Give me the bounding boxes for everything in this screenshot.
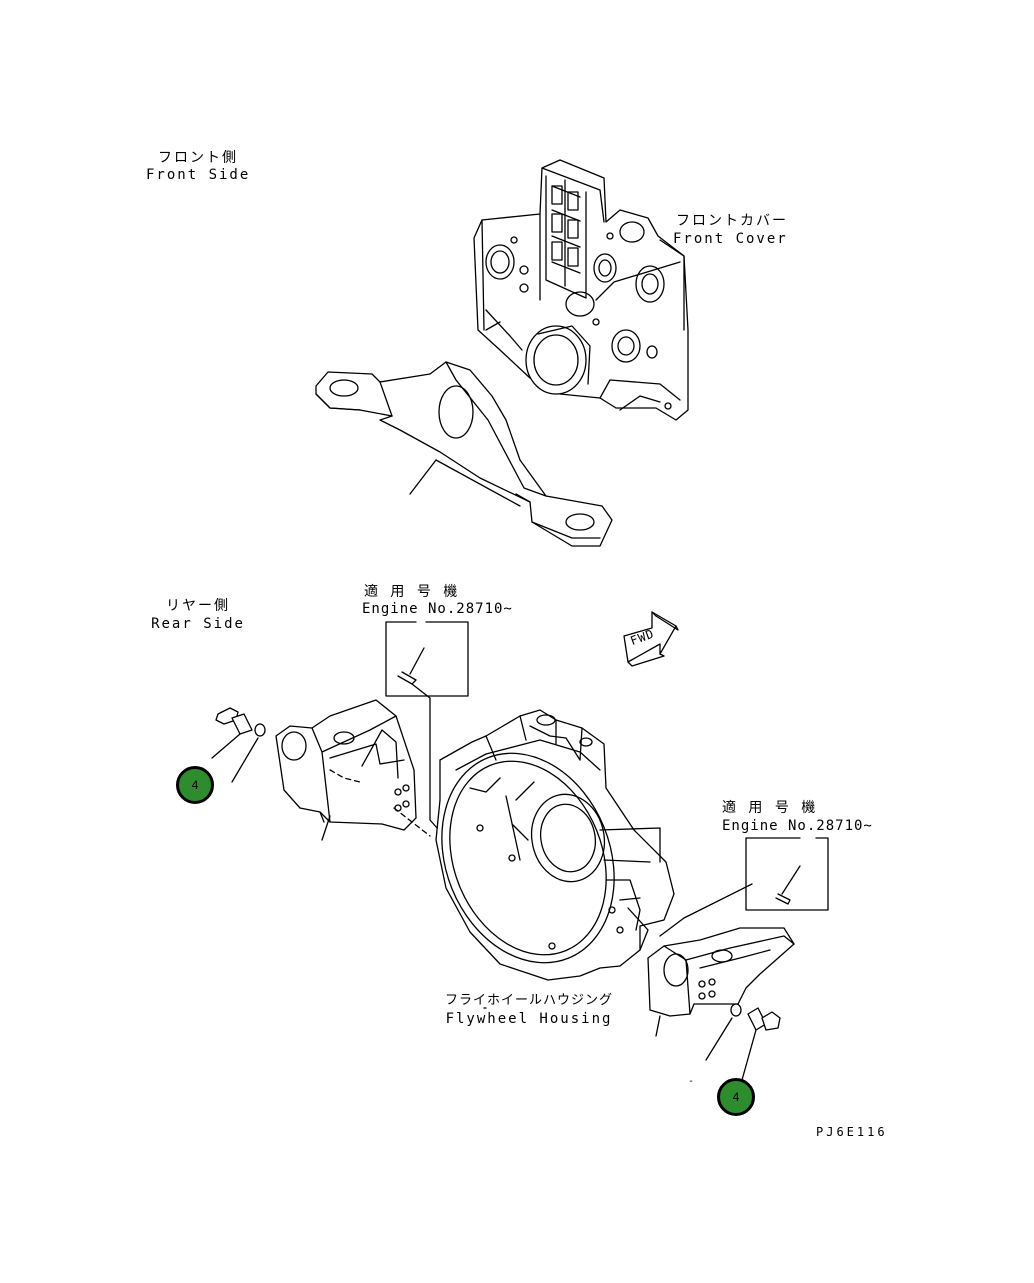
right-rear-bracket-drawing	[647, 927, 795, 1037]
front-side-label-en: Front Side	[146, 167, 251, 183]
front-cover-drawing	[473, 159, 689, 421]
dash-mark: -	[688, 1076, 697, 1087]
engine-applicable-label-2-jp: 適 用 号 機	[722, 800, 818, 816]
flywheel-housing-drawing	[435, 709, 675, 981]
callout-4-left[interactable]: 4	[176, 766, 214, 804]
left-bolt-drawing	[211, 707, 266, 783]
callout-4-right[interactable]: 4	[717, 1078, 755, 1116]
rear-side-label-jp: リヤー側	[166, 598, 230, 614]
engine-applicable-box-2	[659, 837, 829, 937]
right-bolt-drawing	[705, 1003, 781, 1081]
left-rear-bracket-drawing	[275, 699, 431, 841]
front-cover-label-jp: フロントカバー	[676, 213, 788, 229]
engine-applicable-label-1-jp: 適 用 号 機	[364, 584, 460, 600]
flywheel-housing-label-jp: フライホイールハウジング	[444, 993, 613, 1008]
engine-applicable-label-2-en: Engine No.28710~	[722, 818, 873, 834]
engine-applicable-label-1-en: Engine No.28710~	[362, 601, 513, 617]
fwd-arrow-shape	[623, 611, 679, 667]
rear-side-label-en: Rear Side	[151, 616, 245, 632]
front-cover-label-en: Front Cover	[673, 231, 788, 247]
front-side-label-jp: フロント側	[158, 150, 238, 166]
front-bracket-drawing	[315, 361, 613, 547]
flywheel-housing-label-en: Flywheel Housing	[445, 1011, 613, 1027]
drawing-code: PJ6E116	[816, 1125, 888, 1139]
